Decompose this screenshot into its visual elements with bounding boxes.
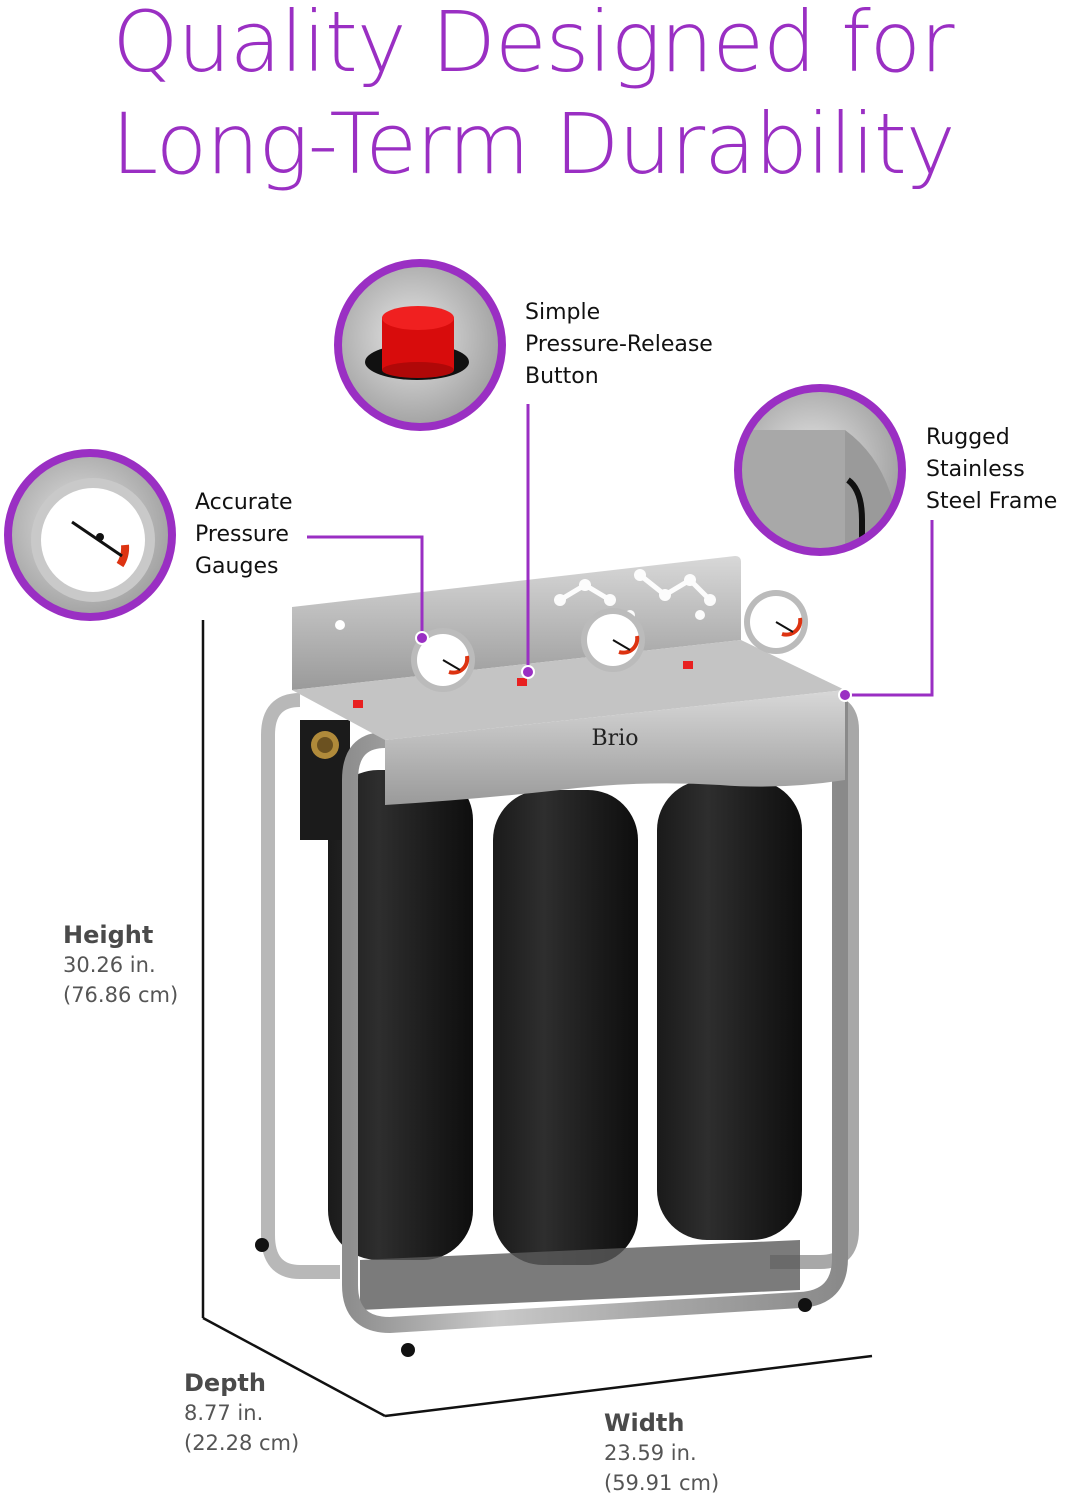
dimension-imperial: 30.26 in. xyxy=(63,953,156,977)
closeup-frame xyxy=(734,384,906,556)
dimension-depth: Depth 8.77 in. (22.28 cm) xyxy=(184,1368,299,1458)
front-bracket xyxy=(385,690,845,805)
headline-line-1: Quality Designed for xyxy=(112,0,954,91)
callout-frame: Rugged Stainless Steel Frame xyxy=(926,422,1057,518)
dimension-height: Height 30.26 in. (76.86 cm) xyxy=(63,920,178,1010)
filter-housing-1 xyxy=(328,770,473,1260)
gauge-1 xyxy=(411,628,475,692)
dimension-lines xyxy=(201,620,873,1418)
dimension-imperial: 8.77 in. xyxy=(184,1401,264,1425)
dimension-imperial: 23.59 in. xyxy=(604,1441,697,1465)
closeup-gauge xyxy=(4,449,176,621)
gauge-3 xyxy=(744,590,808,654)
leader-lines xyxy=(307,404,934,697)
callout-gauges: Accurate Pressure Gauges xyxy=(195,487,293,583)
callout-line: Stainless xyxy=(926,457,1025,482)
filter-housing-2 xyxy=(493,790,638,1265)
callout-line: Accurate xyxy=(195,490,293,515)
filter-housings xyxy=(300,720,802,1265)
dimension-label: Width xyxy=(604,1409,685,1437)
brand-logo: Brio xyxy=(592,726,639,751)
gauge-2 xyxy=(581,608,645,672)
dimension-metric: (22.28 cm) xyxy=(184,1431,300,1455)
dimension-metric: (59.91 cm) xyxy=(604,1471,720,1495)
leader-frame xyxy=(845,520,934,697)
product-gauges xyxy=(353,590,808,708)
dimension-width: Width 23.59 in. (59.91 cm) xyxy=(604,1408,719,1498)
dimension-label: Depth xyxy=(184,1369,266,1397)
callout-line: Simple xyxy=(525,300,601,325)
headline-line-2: Long-Term Durability xyxy=(111,95,955,193)
filter-housing-3 xyxy=(657,780,802,1240)
callout-pressure-release: Simple Pressure-Release Button xyxy=(525,297,713,393)
width-line xyxy=(384,1354,873,1418)
callout-line: Pressure-Release xyxy=(525,332,713,357)
closeup-pressure-release xyxy=(334,259,506,431)
callout-line: Steel Frame xyxy=(926,489,1058,514)
callout-line: Pressure xyxy=(195,522,289,547)
callout-line: Gauges xyxy=(195,554,279,579)
callout-line: Button xyxy=(525,364,599,389)
dimension-label: Height xyxy=(63,921,154,949)
top-shelf xyxy=(292,640,845,740)
back-panel xyxy=(292,556,741,690)
callout-line: Rugged xyxy=(926,425,1010,450)
dimension-metric: (76.86 cm) xyxy=(63,983,179,1007)
leader-gauges xyxy=(307,535,424,638)
depth-line xyxy=(202,1316,386,1418)
front-frame xyxy=(255,700,848,1357)
